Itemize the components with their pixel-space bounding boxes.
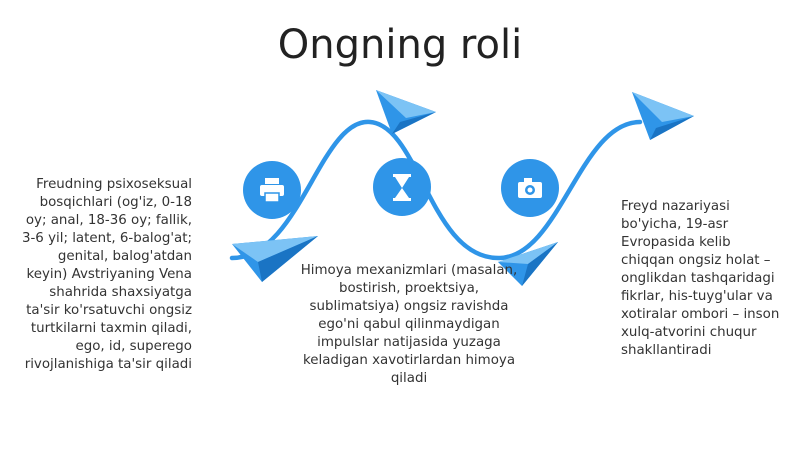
paper-plane-icon-3 <box>498 242 558 286</box>
camera-icon <box>518 178 542 198</box>
printer-icon <box>260 178 284 203</box>
step-1-badge <box>243 161 301 219</box>
paper-plane-icon-2 <box>376 90 436 134</box>
step-3-badge <box>501 159 559 217</box>
step-2-text: Himoya mexanizmlari (masalan, bostirish,… <box>300 263 518 386</box>
hourglass-icon <box>393 174 411 201</box>
step-3-text: Freyd nazariyasi bo'yicha, 19-asr Evropa… <box>621 199 780 358</box>
paper-plane-icon-4 <box>632 92 694 140</box>
page-title: Ongning roli <box>277 22 523 68</box>
paper-plane-icon-1 <box>232 236 318 282</box>
step-1-text: Freudning psixoseksual bosqichlari (og'i… <box>21 177 192 372</box>
step-2-badge <box>373 158 431 216</box>
